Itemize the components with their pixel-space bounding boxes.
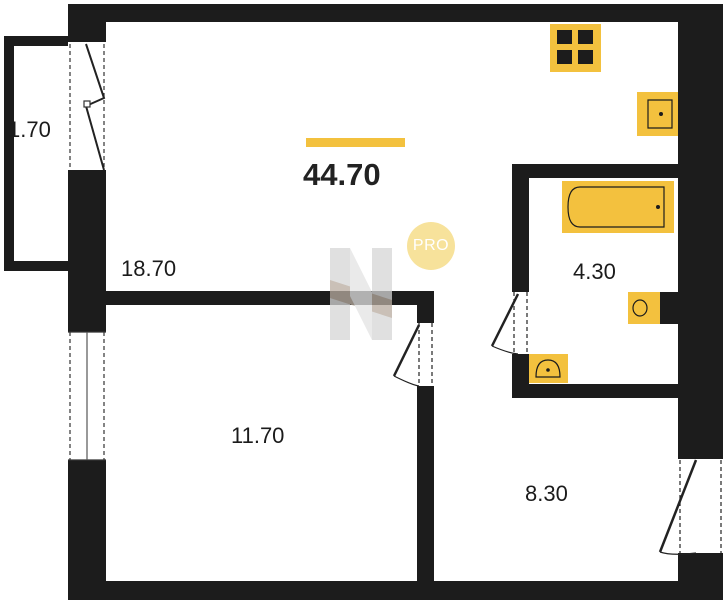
bedroom-window <box>68 331 106 461</box>
bathtub-icon <box>562 181 674 233</box>
room-area-living: 18.70 <box>121 256 177 281</box>
toilet-icon <box>628 292 678 324</box>
outer-walls <box>68 4 723 600</box>
pro-badge: PRO <box>407 222 455 270</box>
balcony-door <box>68 43 106 174</box>
room-area-bath: 4.30 <box>573 259 616 284</box>
stove-icon <box>550 24 601 72</box>
bedroom-door <box>392 323 433 387</box>
total-area-accent-bar <box>306 138 405 147</box>
room-area-hall: 8.30 <box>525 481 568 506</box>
total-area: 44.70 <box>303 157 381 192</box>
kitchen-sink-icon <box>637 92 678 136</box>
room-area-balcony: 1.70 <box>8 117 51 142</box>
bathroom-sink-icon <box>529 354 568 383</box>
entrance-door <box>658 459 722 555</box>
room-area-bedroom: 11.70 <box>231 423 285 448</box>
watermark-logo <box>330 248 392 340</box>
interior-walls <box>106 164 680 582</box>
bathroom-door <box>490 292 529 384</box>
balcony-outline <box>4 36 68 271</box>
